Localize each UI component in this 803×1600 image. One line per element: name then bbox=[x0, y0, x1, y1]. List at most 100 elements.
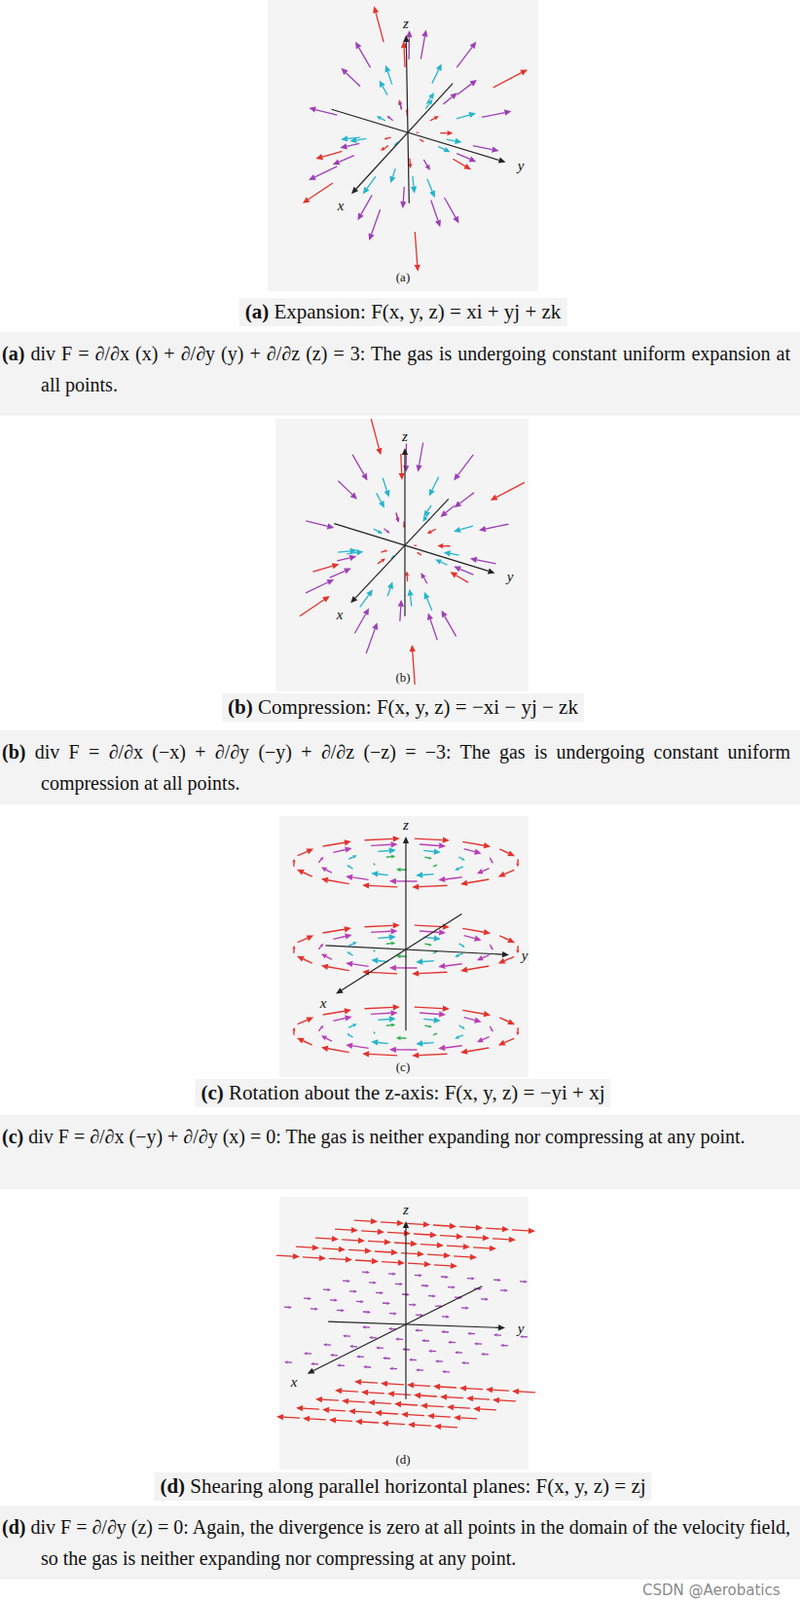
field-arrow bbox=[314, 166, 337, 178]
field-arrow bbox=[419, 139, 423, 142]
field-arrow bbox=[348, 1024, 354, 1027]
field-arrow bbox=[477, 1342, 482, 1345]
arrow-head bbox=[365, 588, 373, 597]
field-arrow bbox=[434, 1415, 451, 1417]
field-arrow bbox=[467, 965, 489, 970]
field-arrow bbox=[348, 943, 354, 946]
field-arrow bbox=[347, 137, 361, 139]
arrow-head bbox=[377, 1228, 385, 1235]
arrow-head bbox=[372, 949, 374, 950]
arrow-head bbox=[432, 1032, 436, 1035]
field-arrow bbox=[323, 841, 345, 846]
arrow-head bbox=[409, 644, 416, 652]
arrow-head bbox=[384, 65, 391, 73]
field-arrow bbox=[348, 856, 354, 859]
field-arrow bbox=[356, 83, 453, 189]
field-arrow bbox=[396, 966, 418, 969]
arrow-head bbox=[346, 1032, 351, 1036]
field-arrow bbox=[396, 513, 398, 519]
arrow-head bbox=[400, 201, 406, 209]
field-arrow bbox=[333, 1353, 338, 1356]
arrow-head bbox=[423, 510, 430, 517]
arrow-head bbox=[432, 950, 436, 953]
arrow-head bbox=[351, 186, 359, 194]
field-arrow bbox=[459, 1226, 476, 1228]
field-arrow bbox=[464, 848, 475, 852]
arrow-head bbox=[391, 1248, 399, 1255]
field-arrow bbox=[428, 1294, 433, 1297]
field-arrow bbox=[338, 155, 355, 163]
panel-tag: (d) bbox=[395, 1452, 410, 1465]
arrow-head bbox=[461, 1025, 466, 1029]
field-arrow bbox=[389, 1312, 394, 1314]
field-arrow bbox=[419, 843, 439, 845]
field-arrow bbox=[489, 1025, 492, 1029]
field-arrow bbox=[413, 1233, 431, 1235]
arrow-head bbox=[320, 1024, 324, 1029]
arrow-head bbox=[310, 1361, 315, 1365]
arrow-head bbox=[402, 465, 409, 473]
arrow-head bbox=[411, 882, 419, 889]
field-arrow bbox=[482, 1036, 490, 1040]
arrow-head bbox=[476, 954, 484, 960]
field-arrow bbox=[276, 1254, 293, 1256]
arrow-head bbox=[428, 92, 435, 100]
field-arrow bbox=[432, 1350, 437, 1352]
field-arrow bbox=[318, 858, 322, 862]
arrow-head bbox=[470, 1253, 477, 1260]
field-arrow bbox=[367, 1391, 385, 1393]
field-arrow bbox=[336, 557, 350, 561]
field-arrow bbox=[419, 441, 424, 465]
field-arrow bbox=[466, 1387, 483, 1389]
field-arrow bbox=[303, 1297, 308, 1300]
field-arrow bbox=[518, 1390, 536, 1392]
arrow-head bbox=[485, 1386, 493, 1392]
field-arrow bbox=[292, 948, 295, 952]
field-arrow bbox=[341, 913, 462, 990]
field-arrow bbox=[326, 955, 332, 959]
field-arrow bbox=[370, 930, 392, 932]
arrow-head bbox=[437, 543, 443, 548]
arrow-head bbox=[344, 845, 353, 852]
arrow-head bbox=[379, 79, 386, 88]
field-arrow bbox=[511, 1229, 529, 1231]
arrow-head bbox=[492, 1396, 500, 1403]
arrow-head bbox=[507, 936, 515, 943]
field-arrow bbox=[380, 550, 385, 552]
field-arrow bbox=[460, 525, 474, 530]
field-arrow bbox=[457, 454, 474, 475]
field-arrow bbox=[434, 950, 438, 952]
field-arrow bbox=[473, 1397, 490, 1399]
arrow-head bbox=[319, 1254, 327, 1261]
field-arrow bbox=[421, 1283, 426, 1286]
arrow-head bbox=[430, 1231, 438, 1238]
field-arrow bbox=[440, 1275, 445, 1278]
arrow-head bbox=[433, 934, 440, 941]
field-arrow bbox=[381, 1261, 399, 1263]
arrow-head bbox=[438, 841, 446, 848]
field-arrow bbox=[412, 1358, 417, 1361]
panel-ground bbox=[279, 1196, 529, 1469]
arrow-head bbox=[393, 1311, 398, 1314]
field-arrow bbox=[297, 1019, 308, 1023]
arrow-head bbox=[490, 947, 494, 950]
field-arrow bbox=[400, 453, 402, 474]
field-arrow bbox=[408, 1303, 413, 1306]
arrow-head bbox=[349, 554, 358, 561]
arrow-head bbox=[422, 515, 428, 522]
explanation-text: (b) div F = ∂/∂x (−x) + ∂/∂y (−y) + ∂/∂z… bbox=[0, 730, 801, 804]
arrow-head bbox=[321, 867, 328, 873]
field-arrow bbox=[377, 1041, 389, 1043]
arrow-head bbox=[460, 966, 468, 973]
field-arrow bbox=[422, 1041, 435, 1044]
arrow-head bbox=[433, 847, 440, 854]
arrow-head bbox=[515, 949, 519, 954]
field-arrow bbox=[404, 1227, 406, 1399]
field-arrow bbox=[440, 561, 448, 565]
arrow-head bbox=[356, 548, 364, 555]
field-arrow bbox=[365, 1325, 370, 1328]
arrow-head bbox=[370, 1217, 378, 1224]
arrow-head bbox=[469, 79, 476, 87]
arrow-head bbox=[276, 1413, 284, 1420]
arrow-head bbox=[380, 1380, 388, 1387]
